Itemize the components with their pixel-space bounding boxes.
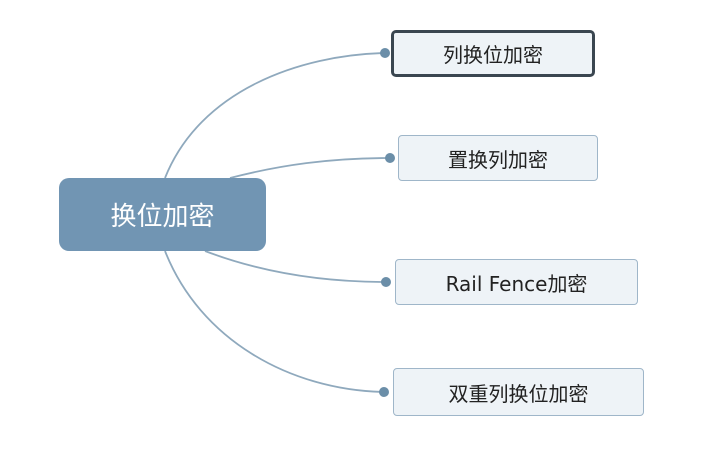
branch-line-1 [164, 52, 386, 179]
subtopic-label: 置换列加密 [448, 147, 548, 172]
root-topic-node[interactable]: 换位加密 [59, 178, 266, 251]
subtopic-node-columnar-transposition[interactable]: 列换位加密 [391, 30, 595, 77]
subtopic-node-rail-fence[interactable]: Rail Fence加密 [395, 259, 638, 305]
subtopic-label: Rail Fence加密 [445, 271, 588, 296]
branch-line-4 [164, 250, 385, 393]
connector-dot-3[interactable] [381, 277, 391, 287]
subtopic-label: 列换位加密 [443, 43, 543, 67]
connector-dot-2[interactable] [385, 153, 395, 163]
connector-dot-4[interactable] [379, 387, 389, 397]
branch-line-2 [229, 157, 391, 179]
root-topic-label: 换位加密 [110, 202, 215, 232]
subtopic-label: 双重列换位加密 [448, 381, 589, 406]
subtopic-node-double-columnar-transposition[interactable]: 双重列换位加密 [393, 368, 644, 416]
branch-line-3 [204, 250, 387, 283]
connector-dot-1[interactable] [380, 48, 390, 58]
subtopic-node-permutation-column[interactable]: 置换列加密 [398, 135, 598, 181]
